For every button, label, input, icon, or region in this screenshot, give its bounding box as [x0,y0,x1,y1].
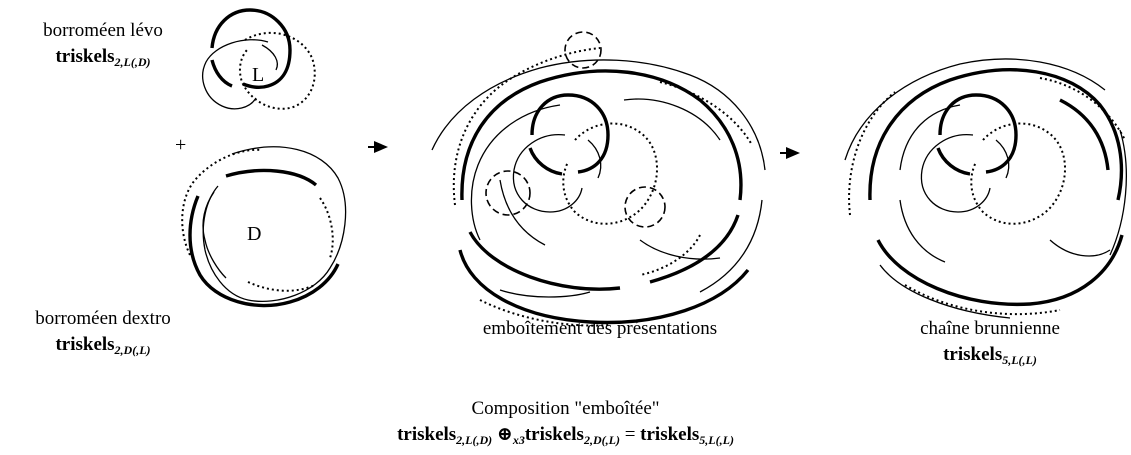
borromean-levo-formula: triskels2,L(,D) [0,46,206,68]
formula-base: triskels [55,46,115,67]
arrow-right-icon [780,147,800,159]
eq-term-c-sub: 5,L(,L) [699,433,734,447]
borromean-levo-label: borroméen lévo [43,20,163,41]
knot-letter-d: D [247,223,262,245]
nested-presentation-diagram [431,31,766,327]
brunnian-chain-label: chaîne brunnienne [920,318,1060,339]
knot-letter-l: L [252,64,265,86]
borromean-dextro-label: borroméen dextro [35,308,171,329]
eq-term-b-sub: 2,D(,L) [583,433,620,447]
borromean-dextro-knot [181,146,347,308]
equals-sign: = [624,424,636,445]
operator-subscript: x3 [512,433,525,447]
formula-base: triskels [943,344,1003,365]
borromean-levo-knot [202,8,316,110]
formula-subscript: 5,L(,L) [1002,353,1037,367]
composition-title: Composition "emboîtée" [471,398,660,419]
nesting-caption: emboîtement des présentations [482,318,718,339]
plus-sign: + [175,134,187,156]
brunnian-chain-diagram [844,58,1127,319]
eq-term-c: triskels [640,424,700,445]
formula-subscript: 2,D(,L) [114,343,151,357]
brunnian-chain-formula: triskels5,L(,L) [880,344,1100,366]
formula-base: triskels [55,334,115,355]
eq-term-a: triskels [397,424,457,445]
eq-term-a-sub: 2,L(,D) [456,433,493,447]
formula-subscript: 2,L(,D) [114,55,151,69]
circled-plus-operator: ⊕ [496,424,513,445]
arrow-right-icon [368,141,388,153]
borromean-dextro-formula: triskels2,D(,L) [0,334,206,356]
eq-term-b: triskels [524,424,584,445]
composition-equation: triskels2,L(,D) ⊕x3triskels2,D(,L) = tri… [200,424,931,446]
